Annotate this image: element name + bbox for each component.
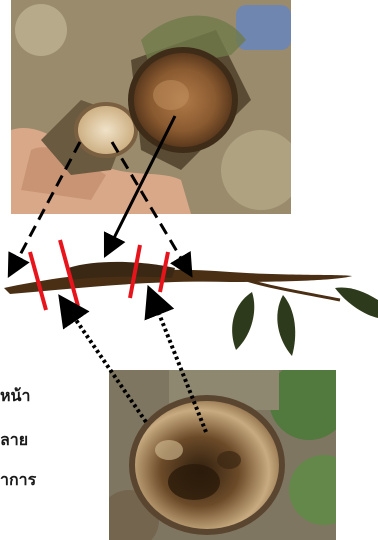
dotted-arrow <box>152 296 206 432</box>
side-label: าการ <box>0 472 60 488</box>
side-label: ลาย <box>0 432 60 448</box>
leaf <box>232 292 254 350</box>
branch-shape <box>4 270 352 294</box>
dotted-arrow <box>65 304 146 422</box>
leaf <box>335 288 378 319</box>
dashed-arrow <box>112 142 188 270</box>
leaf <box>277 295 295 356</box>
side-label: หน้า <box>0 388 60 404</box>
dashed-arrow <box>12 142 80 270</box>
